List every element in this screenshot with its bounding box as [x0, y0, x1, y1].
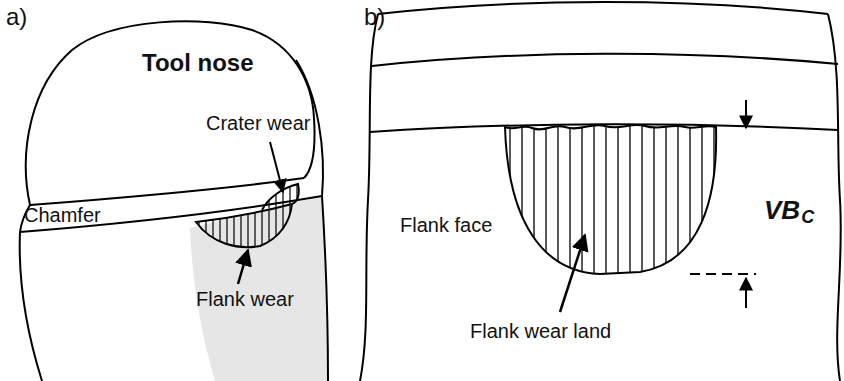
dimension-symbol: VB — [764, 196, 800, 225]
vb-dashed-line — [690, 273, 756, 275]
body-right-edge — [322, 196, 328, 381]
flank-face-shading — [190, 196, 328, 381]
part-name: Chamfer — [24, 204, 101, 226]
crater-wear-area — [262, 184, 299, 210]
flank-leader — [238, 250, 248, 284]
vb-arrow-bottom — [745, 278, 747, 308]
flank-closeup — [360, 2, 841, 381]
rake-face-outline — [26, 21, 315, 205]
right-break — [828, 14, 841, 381]
body-left-edge — [20, 232, 42, 381]
crater-leader — [270, 142, 283, 192]
callout-label: Crater wear — [206, 112, 310, 134]
part-name: Tool nose — [142, 50, 254, 76]
tool-insert — [20, 21, 328, 381]
part-name: Flank face — [400, 214, 492, 236]
left-break — [360, 14, 378, 381]
vb-arrow-top — [745, 100, 747, 128]
chamfer-upper-line — [372, 54, 838, 66]
dimension-subscript: C — [801, 208, 814, 228]
panel-letter: a) — [6, 4, 27, 30]
land-leader — [560, 235, 585, 312]
callout-label: Flank wear — [196, 288, 294, 310]
flank-wear-land-area — [505, 125, 716, 274]
chamfer-edge — [30, 178, 304, 205]
top-curve — [378, 2, 828, 14]
flank-wear-area — [196, 204, 292, 247]
callout-label: Flank wear land — [470, 320, 611, 342]
panel-letter: b) — [364, 4, 385, 30]
